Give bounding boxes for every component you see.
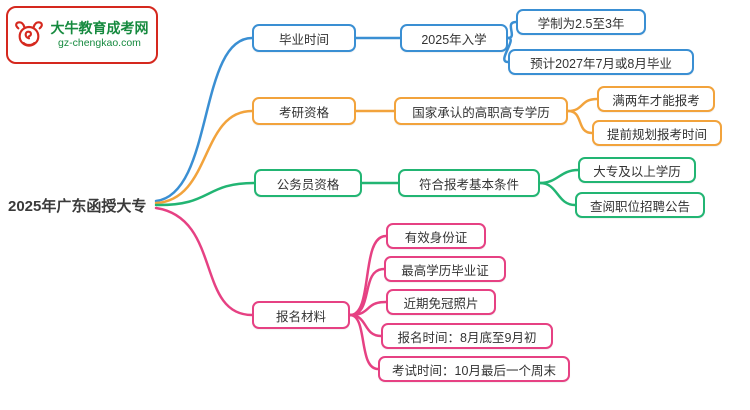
node-postgrad-eligibility: 考研资格 (252, 97, 356, 125)
branch-lines-materials (154, 206, 388, 371)
site-logo: 大牛教育成考网 gz-chengkao.com (6, 6, 158, 64)
leaf-college-degree-or-above: 大专及以上学历 (578, 157, 696, 183)
logo-title: 大牛教育成考网 (50, 20, 149, 37)
branch-lines-civil (154, 168, 580, 207)
leaf-registration-time: 报名时间：8月底至9月初 (381, 323, 553, 349)
leaf-expected-graduation: 预计2027年7月或8月毕业 (508, 49, 694, 75)
leaf-exam-time: 考试时间：10月最后一个周末 (378, 356, 570, 382)
logo-subtitle: gz-chengkao.com (58, 37, 141, 50)
node-application-materials: 报名材料 (252, 301, 350, 329)
leaf-recent-photo: 近期免冠照片 (386, 289, 496, 315)
leaf-study-duration: 学制为2.5至3年 (516, 9, 646, 35)
leaf-id-card: 有效身份证 (386, 223, 486, 249)
bull-icon (13, 20, 45, 50)
leaf-check-job-postings: 查阅职位招聘公告 (575, 192, 705, 218)
logo-text: 大牛教育成考网 gz-chengkao.com (48, 20, 151, 49)
node-recognized-diploma: 国家承认的高职高专学历 (394, 97, 568, 125)
root-node: 2025年广东函授大专 (8, 198, 147, 215)
node-enrollment-2025: 2025年入学 (400, 24, 508, 52)
node-graduation-time: 毕业时间 (252, 24, 356, 52)
node-civil-servant-eligibility: 公务员资格 (254, 169, 362, 197)
branch-lines-graduation (154, 20, 518, 203)
branch-lines-postgrad (154, 97, 599, 205)
node-meet-basic-requirements: 符合报考基本条件 (398, 169, 540, 197)
leaf-two-years-required: 满两年才能报考 (597, 86, 715, 112)
leaf-highest-diploma: 最高学历毕业证 (384, 256, 506, 282)
leaf-plan-exam-time: 提前规划报考时间 (592, 120, 722, 146)
